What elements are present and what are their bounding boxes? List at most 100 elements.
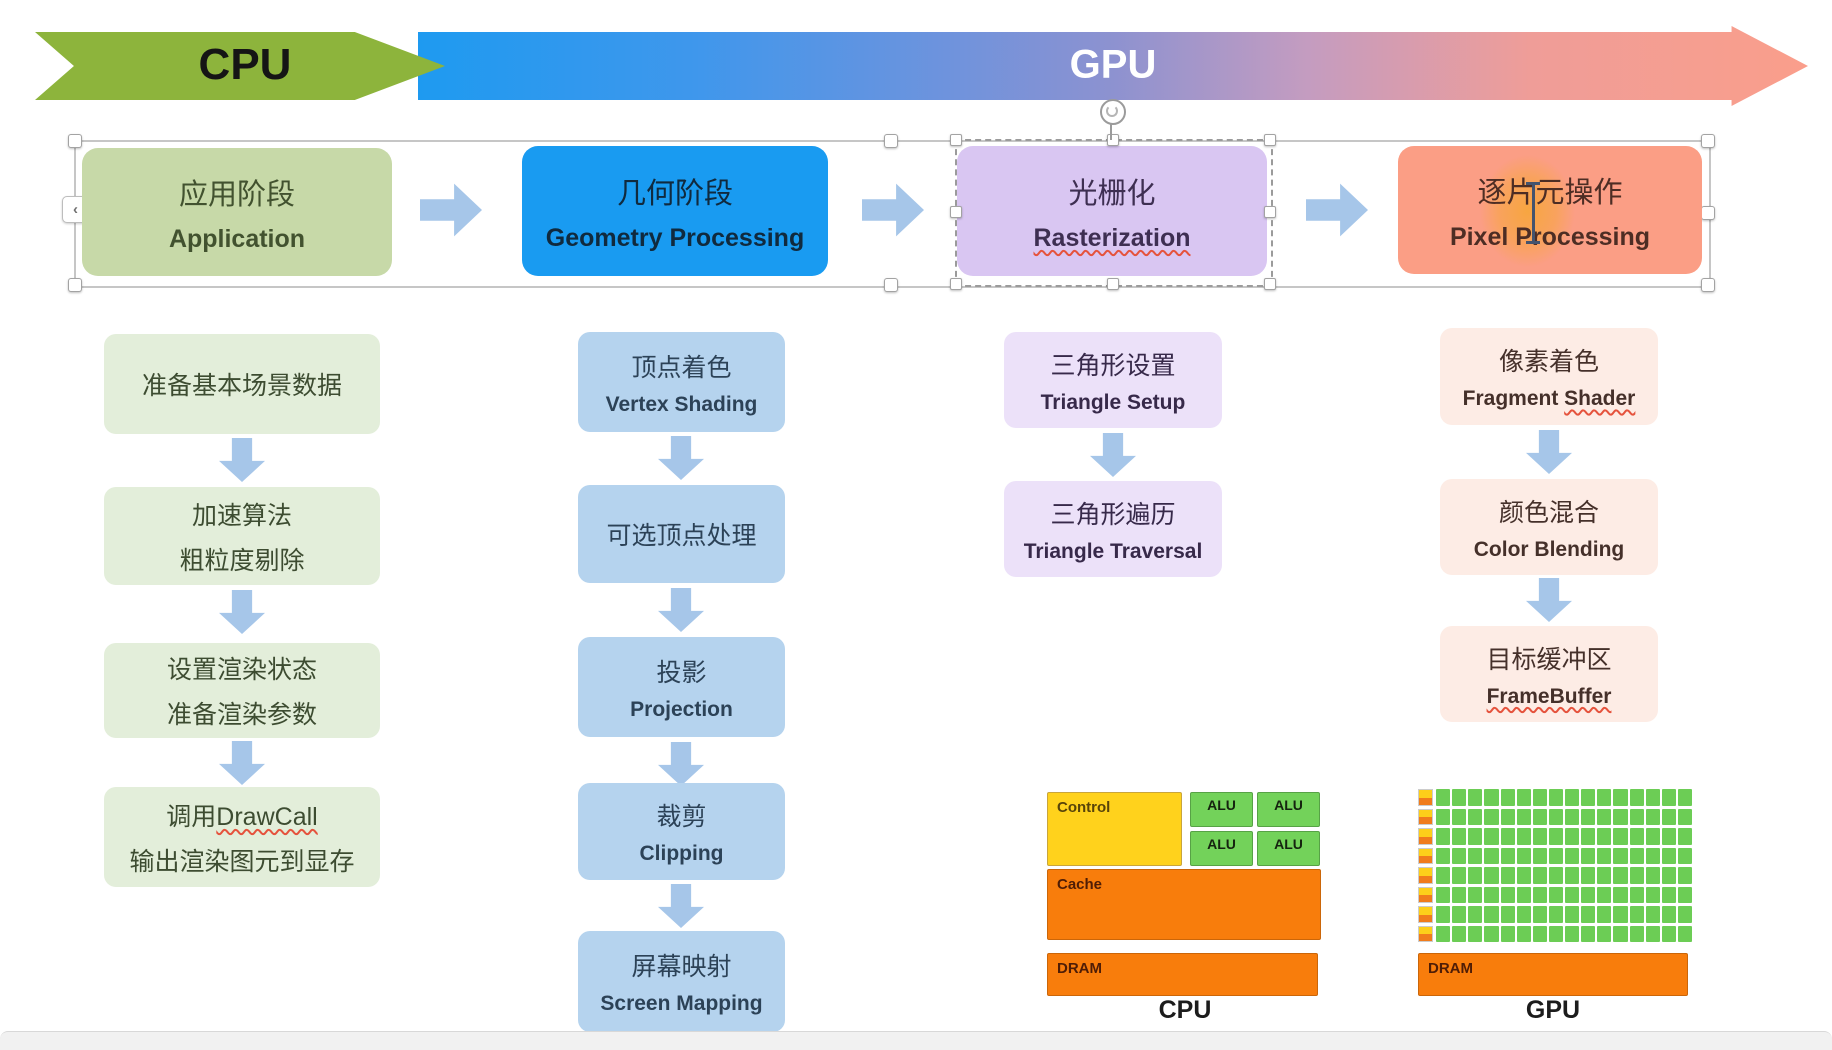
flow-arrow[interactable] (658, 436, 704, 480)
step-box-screen-mapping[interactable]: 屏幕映射 Screen Mapping (578, 931, 785, 1032)
gpu-alu-cell (1613, 789, 1628, 806)
gpu-alu-cell (1516, 906, 1531, 923)
gpu-alu-cell (1645, 886, 1660, 903)
shape-handle-left-mid[interactable] (950, 206, 962, 218)
stage-box-geometry[interactable]: 几何阶段 Geometry Processing (522, 146, 828, 276)
flow-arrow[interactable] (658, 588, 704, 632)
cpu-banner-arrow[interactable] (35, 32, 445, 100)
gpu-alu-cell (1548, 789, 1563, 806)
gpu-alu-cell (1516, 789, 1531, 806)
cpu-control-label: Control (1057, 799, 1111, 816)
step-label: Triangle Traversal (1023, 539, 1203, 563)
selection-handle-top-right[interactable] (1701, 134, 1715, 148)
shape-handle-bottom-left[interactable] (950, 278, 962, 290)
gpu-control-cache-mini (1418, 867, 1433, 884)
step-box-culling[interactable]: 加速算法 粗粒度剔除 (104, 487, 380, 585)
stage-box-pixel-processing[interactable]: 逐片元操作 Pixel Processing (1398, 146, 1702, 274)
step-label: 裁剪 (656, 803, 707, 831)
stage-box-application[interactable]: 应用阶段 Application (82, 148, 392, 276)
gpu-control-cache-mini (1418, 847, 1433, 864)
step-box-render-state[interactable]: 设置渲染状态 准备渲染参数 (104, 643, 380, 738)
gpu-alu-cell (1516, 828, 1531, 845)
step-box-vertex-shading[interactable]: 顶点着色 Vertex Shading (578, 332, 785, 432)
gpu-alu-cell (1548, 867, 1563, 884)
cpu-alu-grid: ALU ALU ALU ALU (1190, 792, 1320, 866)
selection-handle-right-mid[interactable] (1701, 206, 1715, 220)
step-label: 准备渲染参数 (166, 701, 317, 729)
shape-handle-bottom-mid[interactable] (1107, 278, 1119, 290)
step-box-triangle-setup[interactable]: 三角形设置 Triangle Setup (1004, 332, 1222, 428)
cpu-control-block: Control (1047, 792, 1182, 866)
step-label: 像素着色 (1498, 348, 1599, 376)
gpu-alu-cell (1500, 847, 1515, 864)
shape-handle-bottom-right[interactable] (1264, 278, 1276, 290)
gpu-alu-cell (1613, 847, 1628, 864)
gpu-alu-cell (1532, 867, 1547, 884)
gpu-alu-cell (1597, 886, 1612, 903)
selection-handle-top-mid[interactable] (884, 134, 898, 148)
gpu-core-row (1418, 808, 1692, 825)
flow-arrow[interactable] (1526, 578, 1572, 622)
selection-handle-top-left[interactable] (68, 134, 82, 148)
flow-arrow[interactable] (658, 742, 704, 786)
gpu-alu-cell (1597, 925, 1612, 942)
gpu-alu-cell (1645, 789, 1660, 806)
step-label: 设置渲染状态 (166, 656, 317, 684)
cpu-alu-block: ALU (1190, 792, 1253, 827)
gpu-banner-arrow[interactable] (418, 26, 1808, 106)
flow-arrow[interactable] (219, 438, 265, 482)
gpu-core-row (1418, 925, 1692, 942)
gpu-alu-cell (1516, 847, 1531, 864)
step-label: Fragment Shader (1462, 387, 1636, 410)
step-box-triangle-traversal[interactable]: 三角形遍历 Triangle Traversal (1004, 481, 1222, 577)
step-box-scene-data[interactable]: 准备基本场景数据 (104, 334, 380, 434)
gpu-alu-cell (1565, 867, 1580, 884)
gpu-alu-cell (1532, 847, 1547, 864)
shape-handle-top-right[interactable] (1264, 134, 1276, 146)
gpu-alu-cell (1677, 789, 1692, 806)
step-box-color-blending[interactable]: 颜色混合 Color Blending (1440, 479, 1658, 575)
step-label: 粗粒度剔除 (179, 546, 305, 575)
gpu-alu-cell (1548, 925, 1563, 942)
gpu-alu-cell (1484, 789, 1499, 806)
gpu-alu-cell (1613, 906, 1628, 923)
step-box-fragment-shader[interactable]: 像素着色 Fragment Shader (1440, 328, 1658, 425)
step-label: 顶点着色 (631, 353, 732, 382)
stage-pixel-en: Pixel Processing (1449, 222, 1651, 251)
flow-arrow[interactable] (658, 884, 704, 928)
gpu-alu-cell (1452, 847, 1467, 864)
gpu-alu-cell (1532, 828, 1547, 845)
gpu-alu-cell (1452, 867, 1467, 884)
stage-pixel-zh: 逐片元操作 (1477, 176, 1623, 209)
flow-arrow[interactable] (1526, 430, 1572, 474)
gpu-alu-cell (1629, 925, 1644, 942)
flow-arrow[interactable] (219, 590, 265, 634)
selection-handle-bottom-right[interactable] (1701, 278, 1715, 292)
gpu-alu-cell (1677, 867, 1692, 884)
selection-handle-bottom-mid[interactable] (884, 278, 898, 292)
shape-handle-top-left[interactable] (950, 134, 962, 146)
shape-handle-top-mid[interactable] (1107, 134, 1119, 146)
gpu-alu-cell (1565, 828, 1580, 845)
shape-handle-right-mid[interactable] (1264, 206, 1276, 218)
gpu-alu-cell (1500, 867, 1515, 884)
stage-box-rasterization[interactable]: 光栅化 Rasterization (957, 146, 1267, 276)
gpu-alu-cell (1645, 867, 1660, 884)
gpu-dram-block: DRAM (1418, 953, 1688, 996)
step-box-optional-vertex[interactable]: 可选顶点处理 (578, 485, 785, 583)
flow-arrow[interactable] (219, 741, 265, 785)
gpu-alu-cell (1532, 886, 1547, 903)
stage-rasterization-zh: 光栅化 (1068, 177, 1156, 210)
gpu-alu-cell (1581, 828, 1596, 845)
flow-arrow[interactable] (1090, 433, 1136, 477)
gpu-alu-cell (1629, 847, 1644, 864)
step-box-drawcall[interactable]: 调用DrawCall 输出渲染图元到显存 (104, 787, 380, 887)
gpu-alu-cell (1581, 808, 1596, 825)
step-label: 准备基本场景数据 (141, 372, 342, 400)
step-box-framebuffer[interactable]: 目标缓冲区 FrameBuffer (1440, 626, 1658, 722)
rotate-handle[interactable] (1100, 99, 1126, 125)
selection-handle-bottom-left[interactable] (68, 278, 82, 292)
step-label: Screen Mapping (600, 992, 763, 1015)
step-box-projection[interactable]: 投影 Projection (578, 637, 785, 737)
step-box-clipping[interactable]: 裁剪 Clipping (578, 783, 785, 880)
